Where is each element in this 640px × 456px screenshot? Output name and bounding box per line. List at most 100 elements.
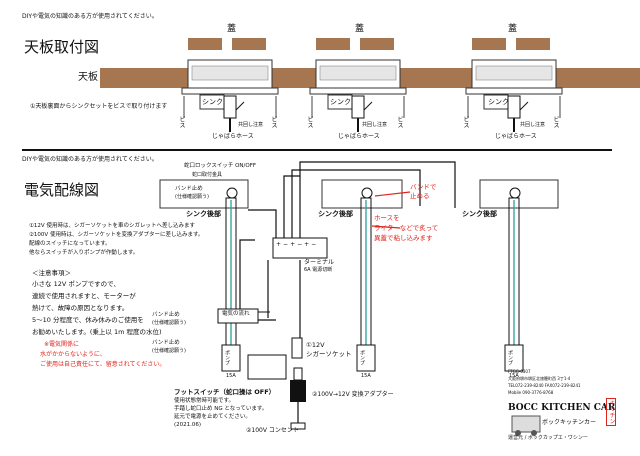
mount-plate-2 [309, 87, 407, 95]
pump-size-3: 15A [509, 373, 519, 379]
footer-small-2: 大阪府堺市堺区北旅籠町西 3丁1-4 [508, 376, 571, 381]
faucet-1 [226, 187, 238, 199]
foot-switch-1: 使用状態常時可能です。 [174, 398, 234, 404]
caution-title: ＜注意事項＞ [32, 269, 71, 277]
footer-small-3: TEL072-239-8240 FAX072-239-8241 [508, 383, 581, 388]
band-left-1b: (仕様確認願う) [175, 194, 209, 200]
mount-plate-3 [465, 87, 563, 95]
terminal-block [272, 237, 328, 259]
section1-title: 天板取付図 [24, 38, 100, 56]
van-logo [511, 415, 541, 436]
wires [239, 161, 456, 345]
brand-name: BOCC KITCHEN CAR [508, 403, 616, 413]
sign-5: + [304, 241, 312, 248]
adapter-label: ②100V→12V 変換アダプター [312, 391, 394, 398]
brand-stamp: キッチン [606, 398, 616, 426]
pump-1 [221, 344, 241, 372]
screw-label-3b: ビス [552, 116, 559, 128]
sign-6: − [311, 241, 319, 248]
foot-switch-3: 延元で電源を止めてください。 [174, 414, 251, 420]
pump-label-2: ポンプ [359, 350, 365, 365]
pump-3 [504, 344, 524, 372]
caution-1: 小さな 12V ポンプですので、 [32, 280, 120, 288]
clamp-label-1: 共回し注意 [238, 122, 264, 128]
terminal-signs: +−+−+− [276, 242, 318, 248]
note-3: 配線のスイッチになっています。 [29, 241, 111, 247]
section2-title: 電気配線図 [24, 181, 100, 199]
hose-label-3: じゃばらホース [495, 133, 537, 140]
sink-back-1: シンク後部 [186, 210, 221, 218]
notice-top: DIYや電気の知識のある方が使用されてください。 [22, 13, 158, 20]
lid-label-2: 蓋 [355, 24, 365, 34]
sign-3: + [290, 241, 298, 248]
countertop-diagram [22, 38, 640, 151]
lock-switch-label: 蛇口ロックスイッチ ON/OFF [184, 163, 257, 169]
lid-right-1 [232, 38, 266, 50]
caution-2: 連続で使用されますと、モーターが [32, 292, 136, 300]
socket-sub: シガーソケット [306, 350, 352, 358]
clamp-2 [363, 101, 373, 111]
sink-label-2: シンク [330, 98, 351, 106]
screw-label-3a: ビス [462, 116, 469, 128]
band-pump-left2-b: (仕様確認願う) [152, 348, 186, 354]
clamp-1 [235, 101, 245, 111]
flow-box [217, 308, 259, 324]
lid-right-3 [516, 38, 550, 50]
sink-basin-3 [475, 65, 553, 81]
terminal-sub: 6A 電源切断 [304, 267, 333, 273]
faucet-2 [361, 187, 373, 199]
screw-label-1a: ビス [178, 116, 185, 128]
lid-label-1: 蓋 [227, 24, 237, 34]
lid-left-3 [472, 38, 506, 50]
foot-switch [247, 354, 287, 380]
note-1: ①12V 使用時は、シガーソケットを車のシガレットへ差し込みます [29, 223, 195, 229]
note-4: 他ならスイッチが入りポンプが作動します。 [29, 250, 139, 256]
clamp-label-2: 共回し注意 [362, 122, 388, 128]
sink-label-3: シンク [488, 98, 509, 106]
note-2: ②100V 使用時は、シガーソケットを変換アダプターに差し込みます。 [29, 232, 204, 238]
sign-4: − [297, 241, 305, 248]
cigar-socket [291, 337, 303, 359]
hose-red-3: 異蓋で粘し込みます [374, 234, 433, 242]
foot-switch-4: (2021.06) [174, 422, 202, 428]
sign-2: − [283, 241, 291, 248]
terminal-label: ターミナル [304, 259, 335, 266]
pump-size-1: 15A [226, 373, 236, 379]
notice-mid: DIYや電気の知識のある方が使用されてください。 [22, 156, 158, 163]
screw-label-2a: ビス [306, 116, 313, 128]
socket-label: ①12V [306, 341, 325, 349]
sign-1: + [276, 241, 284, 248]
band-left-1: バンド止め [175, 186, 203, 192]
sink-label-1: シンク [202, 98, 223, 106]
faucet-3 [509, 187, 521, 199]
band-pump-left: バンド止め [152, 312, 180, 318]
footer-small-1: FTGG-0307 [508, 369, 531, 374]
screw-label-2b: ビス [396, 116, 403, 128]
lid-left-1 [188, 38, 222, 50]
pump-2 [356, 344, 376, 372]
hose-red-2: ライターなどで炙って [374, 224, 439, 232]
lid-right-2 [360, 38, 394, 50]
clamp-3 [519, 101, 529, 111]
hose-label-1: じゃばらホース [212, 133, 254, 140]
pump-label-1: ポンプ [224, 350, 230, 365]
outlet-label: ②100V コンセント [246, 427, 299, 434]
adapter [290, 380, 306, 402]
lid-left-2 [316, 38, 350, 50]
caution-3: 熱けて、故障の原因となります。 [32, 304, 129, 312]
pump-label-3: ポンプ [507, 350, 513, 365]
sink-basin-1 [191, 65, 269, 81]
mount-plate-1 [181, 87, 279, 95]
footer-small-4: Mobile 090-3776-8768 [508, 390, 554, 395]
band-pump-left-b: (仕様確認願う) [152, 320, 186, 326]
sink-back-3: シンク後部 [462, 210, 497, 218]
band-red-1: バンドで [410, 183, 437, 191]
foot-switch-title: フットスイッチ（蛇口操は OFF） [174, 388, 276, 396]
caution-4: 5〜10 分程度で、休み休みのご使用を [32, 316, 144, 324]
band-red-2: 止める [410, 192, 430, 200]
sink-back-2: シンク後部 [318, 210, 353, 218]
hose-red-1: ホースを [374, 214, 400, 222]
pump-size-2: 15A [361, 373, 371, 379]
clamp-label-3: 共回し注意 [520, 122, 546, 128]
